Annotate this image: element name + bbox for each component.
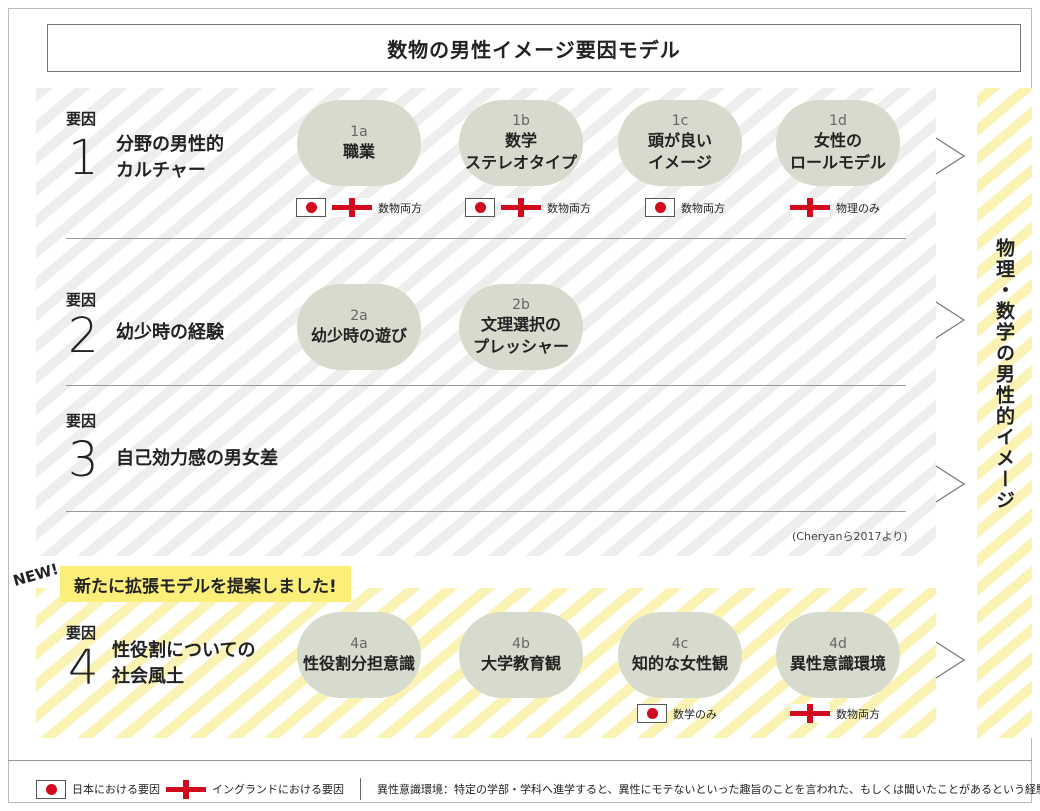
scope-label: 数物両方 (836, 707, 880, 721)
item-code: 2a (350, 308, 368, 324)
citation: (Cheryanら2017より) (792, 530, 908, 543)
item-code: 4b (512, 636, 530, 652)
japan-flag-icon (645, 198, 675, 217)
factor-3-number: 3 (68, 432, 99, 488)
chevron-right-icon (935, 301, 966, 339)
item-4c-countries: 数学のみ (637, 704, 717, 723)
factor-item-1b: 1b 数学 ステレオタイプ (459, 100, 583, 186)
item-code: 1d (829, 113, 847, 129)
japan-flag-icon (296, 198, 326, 217)
factor-item-1a: 1a 職業 (297, 100, 421, 186)
diagram-title: 数物の男性イメージ要因モデル (47, 24, 1021, 72)
japan-flag-icon (36, 779, 66, 799)
scope-label: 数物両方 (681, 201, 725, 215)
item-1d-countries: 物理のみ (790, 198, 880, 217)
england-flag-icon (790, 198, 830, 217)
divider (66, 385, 906, 386)
scope-label: 数学のみ (673, 707, 717, 721)
item-1b-countries: 数物両方 (465, 198, 591, 217)
item-label: 文理選択の プレッシャー (472, 315, 569, 356)
item-1a-countries: 数物両方 (296, 198, 422, 217)
item-code: 4d (829, 636, 847, 652)
factor-item-4a: 4a 性役割分担意識 (297, 612, 421, 698)
scope-label: 数物両方 (547, 201, 591, 215)
item-code: 4a (350, 636, 368, 652)
item-code: 1a (350, 124, 368, 140)
item-label: 女性の ロールモデル (789, 131, 886, 172)
factor-item-1c: 1c 頭が良い イメージ (618, 100, 742, 186)
scope-label: 数物両方 (378, 201, 422, 215)
chevron-right-icon (935, 465, 966, 503)
factor-item-4d: 4d 異性意識環境 (776, 612, 900, 698)
legend-divider (8, 760, 1032, 761)
legend-note: 異性意識環境：特定の学部・学科へ進学すると、異性にモテないといった趣旨のことを言… (377, 783, 1040, 796)
divider (66, 238, 906, 239)
chevron-right-icon (935, 137, 966, 175)
japan-flag-icon (637, 704, 667, 723)
factor-item-2b: 2b 文理選択の プレッシャー (459, 284, 583, 370)
chevron-right-icon (935, 641, 966, 679)
legend-separator (360, 778, 361, 800)
item-code: 2b (512, 297, 530, 313)
factor-2-name: 幼少時の経験 (116, 322, 224, 343)
extension-banner: 新たに拡張モデルを提案しました! (60, 566, 351, 602)
item-code: 1b (512, 113, 530, 129)
legend-england-label: イングランドにおける要因 (212, 783, 344, 796)
england-flag-icon (166, 779, 206, 799)
factor-item-4b: 4b 大学教育観 (459, 612, 583, 698)
factor-3-name: 自己効力感の男女差 (116, 448, 278, 469)
factor-4-heading: 要因 (66, 624, 97, 642)
legend: 日本における要因 イングランドにおける要因 異性意識環境：特定の学部・学科へ進学… (36, 778, 1040, 800)
england-flag-icon (332, 198, 372, 217)
item-label: 性役割分担意識 (302, 654, 415, 673)
item-label: 異性意識環境 (789, 654, 886, 673)
factor-3-heading: 要因 (66, 412, 97, 430)
outcome-label: 物理・数学の男性的イメージ (993, 238, 1015, 511)
factor-1-name: 分野の男性的 カルチャー (116, 134, 224, 181)
item-label: 頭が良い イメージ (647, 131, 712, 172)
item-4d-countries: 数物両方 (790, 704, 880, 723)
outcome-column (977, 88, 1032, 738)
item-label: 幼少時の遊び (310, 326, 407, 345)
item-code: 4c (671, 636, 689, 652)
factor-4-name: 性役割についての 社会風土 (112, 640, 256, 687)
england-flag-icon (501, 198, 541, 217)
item-code: 1c (671, 113, 689, 129)
factor-1-heading: 要因 (66, 110, 97, 128)
factor-2-number: 2 (68, 308, 99, 364)
japan-flag-icon (465, 198, 495, 217)
item-1c-countries: 数物両方 (645, 198, 725, 217)
item-label: 大学教育観 (480, 654, 561, 673)
scope-label: 物理のみ (836, 201, 880, 215)
divider (66, 511, 906, 512)
factor-item-4c: 4c 知的な女性観 (618, 612, 742, 698)
factor-2-heading: 要因 (66, 291, 97, 309)
factor-1-number: 1 (68, 130, 99, 186)
legend-japan-label: 日本における要因 (72, 783, 160, 796)
factor-item-1d: 1d 女性の ロールモデル (776, 100, 900, 186)
factor-4-number: 4 (68, 640, 99, 696)
item-label: 数学 ステレオタイプ (464, 131, 577, 172)
factor-item-2a: 2a 幼少時の遊び (297, 284, 421, 370)
england-flag-icon (790, 704, 830, 723)
item-label: 知的な女性観 (631, 654, 728, 673)
item-label: 職業 (342, 142, 375, 161)
